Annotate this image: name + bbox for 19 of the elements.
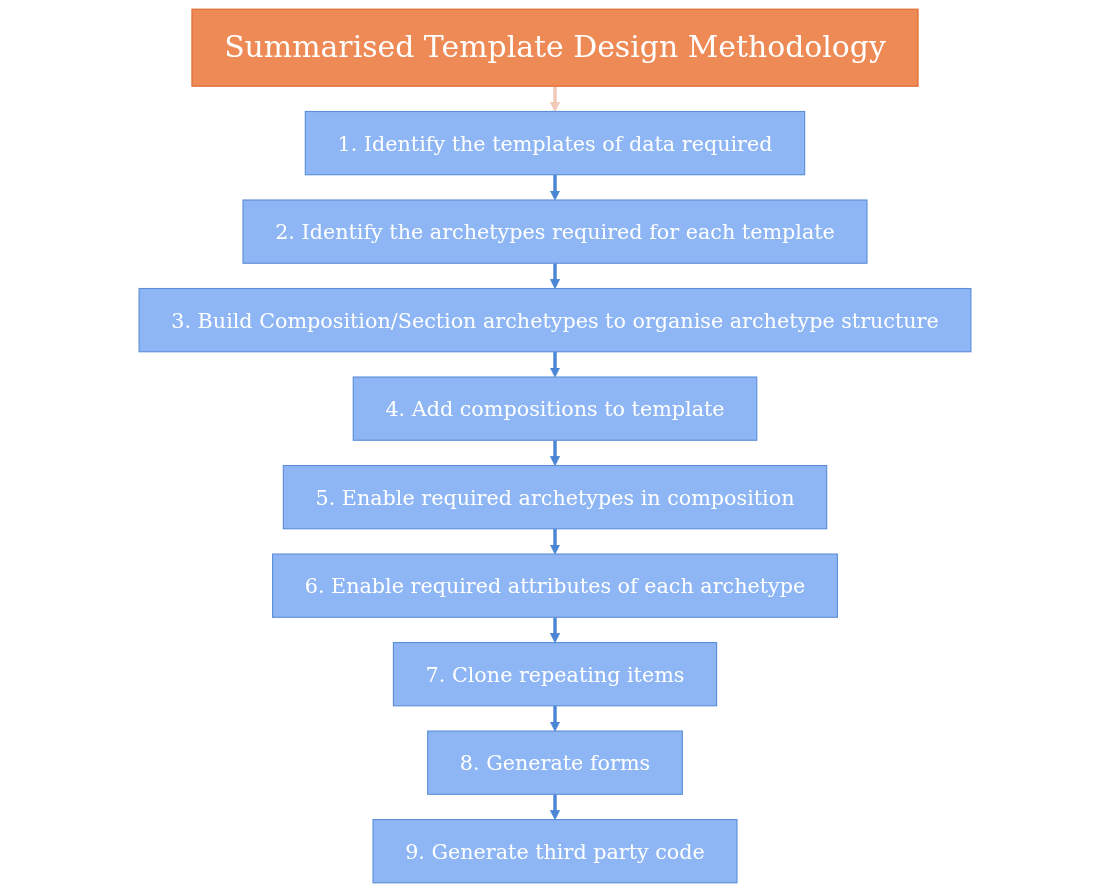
arrow	[549, 617, 561, 643]
node-box: 4. Add compositions to template	[352, 376, 758, 441]
arrow	[549, 440, 561, 466]
node-box: 5. Enable required archetypes in composition	[282, 464, 828, 530]
node-box: 7. Clone repeating items	[392, 642, 718, 707]
node-box: 8. Generate forms	[427, 730, 683, 795]
node-box: 2. Identify the archetypes required for each template	[242, 199, 868, 264]
node-box: Summarised Template Design Methodology	[191, 8, 919, 87]
arrow	[549, 263, 561, 289]
node-box: 3. Build Composition/Section archetypes to organise archetype structure	[138, 287, 972, 353]
node-box: 1. Identify the templates of data required	[304, 110, 806, 176]
arrow	[549, 351, 561, 378]
arrow	[549, 174, 561, 201]
node-box: 6. Enable required attributes of each archetype	[272, 553, 838, 618]
arrow	[549, 528, 561, 555]
node-box: 9. Generate third party code	[372, 819, 738, 884]
arrow	[549, 86, 561, 112]
arrow	[549, 705, 561, 732]
arrow	[549, 794, 561, 821]
